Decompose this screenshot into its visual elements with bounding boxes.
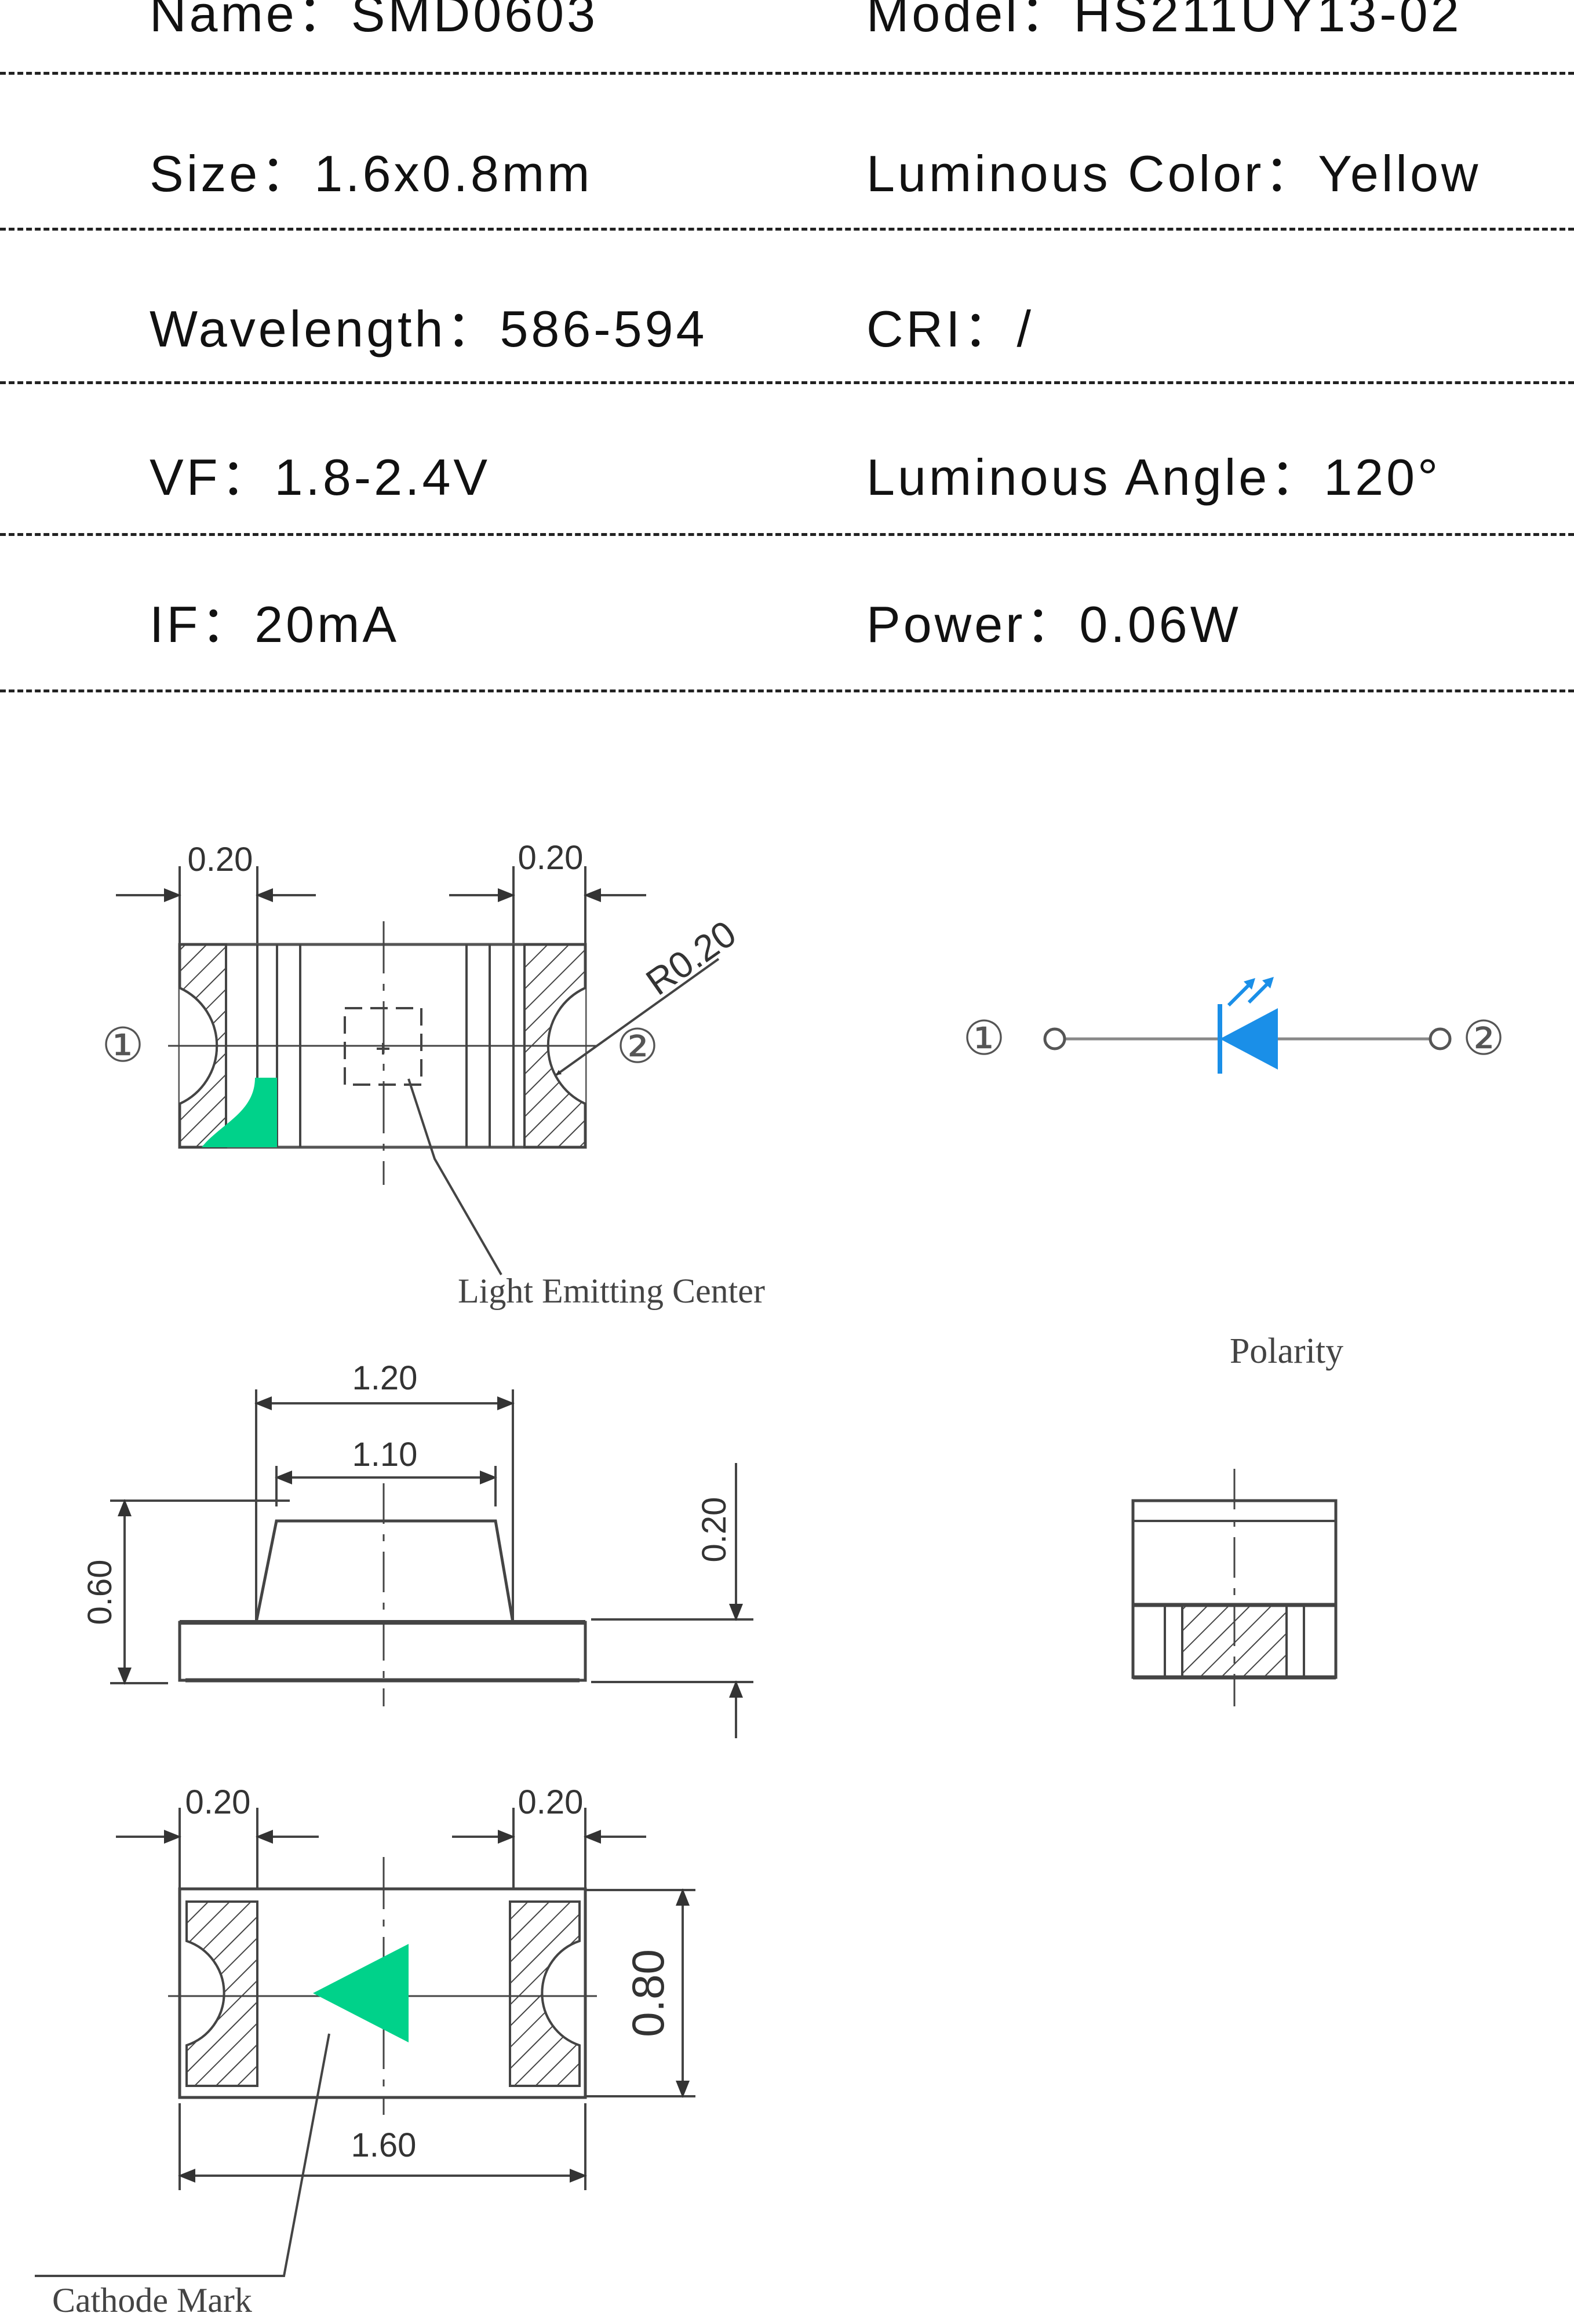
row-separator [0, 689, 1574, 692]
top-cathode-mark [202, 1078, 277, 1147]
end-view [1131, 1469, 1338, 1706]
side-dim-top: 1.20 [352, 1359, 418, 1397]
bottom-dim-width: 1.60 [351, 2126, 417, 2164]
spec-row-1: Name：SMD0603 Model：HS211UY13-02 [0, 0, 1574, 141]
row-separator [0, 72, 1574, 75]
spec-cri: CRI：/ [866, 300, 1034, 357]
spec-row-3: Wavelength：586-594 CRI：/ [0, 304, 1574, 457]
row-separator [0, 381, 1574, 384]
spec-size: Size：1.6x0.8mm [150, 145, 593, 202]
spec-model: Model：HS211UY13-02 [866, 0, 1462, 42]
bottom-dim-right: 0.20 [518, 1783, 584, 1821]
row-separator [0, 533, 1574, 536]
spec-table: Name：SMD0603 Model：HS211UY13-02 Size：1.6… [0, 0, 1574, 695]
top-view [116, 866, 720, 1275]
spec-row-2: Size：1.6x0.8mm Luminous Color：Yellow [0, 148, 1574, 301]
spec-row-5: IF：20mA Power：0.06W [0, 599, 1574, 752]
side-dim-inner: 1.10 [352, 1436, 418, 1473]
symbol-pin2-label: ② [1462, 1012, 1505, 1065]
spec-name: Name：SMD0603 [150, 0, 599, 42]
light-center-label: Light Emitting Center [458, 1272, 765, 1310]
technical-drawing: 0.20 0.20 R0.20 ① ② Light Emitting Cente… [35, 839, 1505, 2319]
led-diode-icon [1218, 977, 1278, 1074]
spec-vf: VF：1.8-2.4V [150, 448, 491, 506]
side-view [110, 1389, 753, 1738]
bottom-dim-height: 0.80 [622, 1949, 673, 2037]
polarity-caption: Polarity [1230, 1331, 1343, 1371]
spec-power: Power：0.06W [866, 596, 1241, 653]
polarity-symbol [1043, 977, 1452, 1074]
spec-if: IF：20mA [150, 596, 400, 653]
spec-color: Luminous Color：Yellow [866, 145, 1481, 202]
symbol-pin1-label: ① [963, 1012, 1005, 1065]
bottom-cathode-mark [313, 1944, 409, 2042]
spec-row-4: VF：1.8-2.4V Luminous Angle：120° [0, 452, 1574, 605]
top-dim-right: 0.20 [518, 839, 584, 877]
top-dim-left: 0.20 [188, 841, 253, 878]
spec-angle: Luminous Angle：120° [866, 448, 1441, 506]
bottom-view [35, 1808, 695, 2277]
bottom-dim-left: 0.20 [185, 1783, 251, 1821]
top-pin2-label: ② [616, 1020, 659, 1073]
spec-wavelength: Wavelength：586-594 [150, 300, 708, 357]
row-separator [0, 228, 1574, 231]
top-pin1-label: ① [101, 1019, 144, 1072]
side-dim-base: 0.20 [695, 1497, 733, 1563]
side-dim-height: 0.60 [81, 1560, 119, 1625]
cathode-mark-label: Cathode Mark [52, 2281, 252, 2319]
radius-label: R0.20 [639, 913, 744, 1004]
